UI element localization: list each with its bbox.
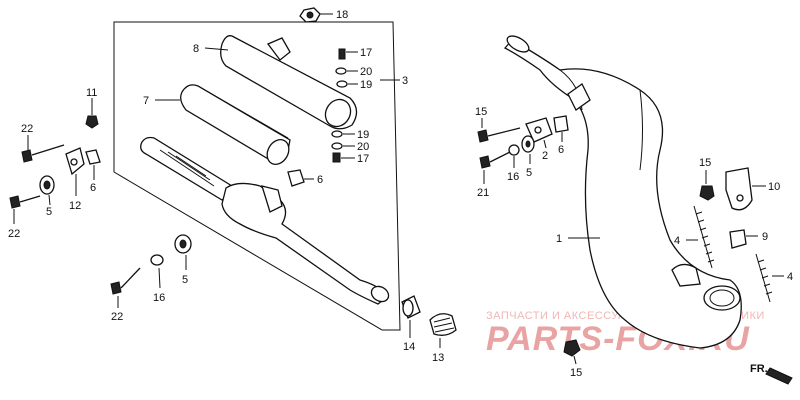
part-11-bolt (85, 98, 99, 129)
callout-4-right: 4 (787, 271, 793, 283)
callout-5-lower: 5 (182, 274, 188, 286)
part-13-grommet (429, 313, 457, 348)
callout-21: 21 (477, 187, 489, 199)
callout-4-left: 4 (674, 235, 680, 247)
callout-8: 8 (193, 43, 199, 55)
front-arrow-icon (765, 367, 793, 385)
callout-15-bottom: 15 (570, 367, 582, 379)
muffler-inner-pipe (140, 136, 390, 305)
callout-16-lower: 16 (153, 292, 165, 304)
part-17-bolt-top (338, 48, 358, 60)
callout-12: 12 (69, 200, 81, 212)
callout-17-top: 17 (360, 47, 372, 59)
part-15-bolt-top (477, 118, 521, 143)
callout-18: 18 (336, 9, 348, 21)
part-9-clip (729, 229, 758, 249)
front-label: FR. (750, 363, 768, 375)
callout-22-lower: 22 (111, 311, 123, 323)
callout-16-right: 16 (507, 171, 519, 183)
part-8-muffler-tube (204, 35, 358, 130)
part-15-bolt-middle (699, 170, 715, 201)
part-10-bracket (725, 167, 766, 211)
callout-20-top: 20 (360, 66, 372, 78)
part-18-nut (299, 7, 333, 23)
callout-5-right: 5 (526, 167, 532, 179)
part-21-bolt (479, 151, 511, 184)
callout-10: 10 (768, 181, 780, 193)
part-16-washer-lower (150, 254, 164, 289)
callout-5-left: 5 (46, 206, 52, 218)
part-6-collar-muffler (287, 169, 314, 187)
part-5-grommet-left (39, 175, 55, 206)
part-5-grommet-right (521, 135, 535, 164)
callout-15-top: 15 (475, 106, 487, 118)
part-15-bolt-bottom (563, 339, 581, 365)
part-17-bolt-bottom (332, 152, 355, 163)
part-1-expansion-chamber (503, 35, 742, 349)
part-5-grommet-lower (174, 234, 192, 270)
callout-6-right: 6 (558, 144, 564, 156)
part-7-packing (155, 84, 291, 165)
callout-19-bottom: 19 (357, 129, 369, 141)
muffler-group-outline (113, 21, 401, 331)
callout-7: 7 (143, 95, 149, 107)
callout-9: 9 (762, 231, 768, 243)
callout-22-left: 22 (8, 228, 20, 240)
callout-3: 3 (402, 75, 408, 87)
front-direction-indicator: FR. (750, 363, 793, 385)
part-4-spring-left (686, 205, 715, 269)
callout-6-muffler: 6 (317, 174, 323, 186)
part-16-washer-right (508, 144, 520, 168)
callout-19-top: 19 (360, 79, 372, 91)
part-22-bolt-left (9, 195, 41, 224)
callout-1: 1 (556, 233, 562, 245)
callout-20-bottom: 20 (357, 141, 369, 153)
callout-2: 2 (542, 150, 548, 162)
part-20-washer-bottom (331, 142, 355, 150)
callout-13: 13 (432, 352, 444, 364)
part-20-washer-top (335, 67, 358, 75)
callout-6-left: 6 (90, 182, 96, 194)
part-12-bracket (65, 147, 85, 196)
part-22-bolt-top-left (21, 135, 65, 163)
part-6-collar-right (553, 115, 569, 142)
callout-15-middle: 15 (699, 157, 711, 169)
part-14-collar (401, 295, 421, 338)
part-19-washer-top (336, 80, 358, 88)
callout-14: 14 (403, 341, 415, 353)
part-2-bracket (525, 117, 553, 149)
part-6-collar-left (85, 149, 101, 180)
callout-22-top-left: 22 (21, 123, 33, 135)
part-4-spring-right (755, 253, 784, 303)
part-19-washer-bottom (331, 130, 355, 138)
callout-17-bottom: 17 (357, 153, 369, 165)
callout-11: 11 (86, 87, 97, 99)
part-22-bolt-lower (110, 267, 141, 308)
